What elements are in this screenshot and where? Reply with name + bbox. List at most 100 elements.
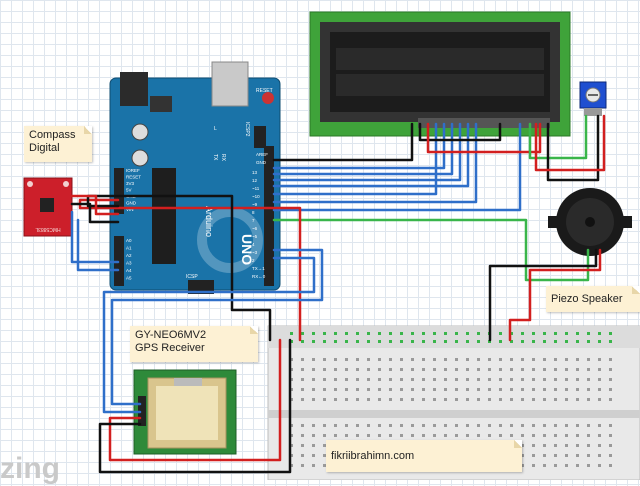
rail-hole <box>510 332 513 335</box>
breadboard-hole <box>499 368 502 371</box>
icsp2-header <box>254 126 266 148</box>
digital-pin-label: RX←0 <box>252 274 266 279</box>
breadboard-hole <box>510 388 513 391</box>
rail-hole <box>554 332 557 335</box>
breadboard-hole <box>543 464 546 467</box>
breadboard-hole <box>565 464 568 467</box>
breadboard-hole <box>609 454 612 457</box>
breadboard-hole <box>378 368 381 371</box>
breadboard-hole <box>466 398 469 401</box>
rail-hole <box>565 332 568 335</box>
breadboard-hole <box>290 368 293 371</box>
rail-hole <box>433 332 436 335</box>
breadboard-hole <box>312 398 315 401</box>
breadboard-hole <box>290 464 293 467</box>
rail-hole <box>301 332 304 335</box>
breadboard-hole <box>576 444 579 447</box>
analog-header <box>114 236 124 286</box>
rail-hole <box>488 340 491 343</box>
breadboard-hole <box>389 398 392 401</box>
breadboard-hole <box>587 444 590 447</box>
analog-pin-label: A3 <box>126 261 132 266</box>
breadboard-hole <box>576 358 579 361</box>
breadboard-hole <box>444 378 447 381</box>
digital-pin-label: ~11 <box>252 186 260 191</box>
breadboard-hole <box>532 398 535 401</box>
breadboard-hole <box>565 378 568 381</box>
breadboard-hole <box>521 388 524 391</box>
breadboard-hole <box>543 434 546 437</box>
breadboard-hole <box>488 424 491 427</box>
rail-hole <box>389 340 392 343</box>
breadboard-hole <box>554 358 557 361</box>
breadboard-hole <box>422 424 425 427</box>
breadboard-hole <box>576 398 579 401</box>
wire-compass-scl <box>76 218 120 272</box>
rail-hole <box>565 340 568 343</box>
breadboard-hole <box>301 378 304 381</box>
breadboard-hole <box>587 378 590 381</box>
breadboard-hole <box>400 378 403 381</box>
breadboard-hole <box>301 398 304 401</box>
breadboard-hole <box>598 368 601 371</box>
breadboard-hole <box>433 388 436 391</box>
rail-hole <box>466 332 469 335</box>
breadboard-hole <box>521 358 524 361</box>
digital-pin-label: 13 <box>252 170 258 175</box>
breadboard-hole <box>312 424 315 427</box>
breadboard-hole <box>290 444 293 447</box>
piezo-label: Piezo Speaker <box>546 286 640 312</box>
reset-label: RESET <box>256 88 273 94</box>
breadboard-hole <box>477 368 480 371</box>
breadboard-hole <box>455 378 458 381</box>
rail-hole <box>400 340 403 343</box>
rail-hole <box>477 332 480 335</box>
breadboard-hole <box>312 444 315 447</box>
breadboard-hole <box>389 388 392 391</box>
breadboard-hole <box>389 368 392 371</box>
analog-pin-label: A4 <box>126 268 132 273</box>
breadboard-hole <box>367 398 370 401</box>
rail-hole <box>543 332 546 335</box>
rail-hole <box>378 332 381 335</box>
breadboard-hole <box>609 378 612 381</box>
breadboard-hole <box>367 378 370 381</box>
breadboard-hole <box>609 464 612 467</box>
breadboard-hole <box>499 388 502 391</box>
compass-label: Compass Digital <box>24 126 92 162</box>
breadboard-hole <box>422 378 425 381</box>
breadboard-hole <box>521 434 524 437</box>
breadboard-hole <box>400 398 403 401</box>
rail-hole <box>444 340 447 343</box>
rail-hole <box>422 332 425 335</box>
breadboard-hole <box>334 388 337 391</box>
analog-pin-label: A5 <box>126 276 132 281</box>
breadboard-hole <box>477 378 480 381</box>
rail-hole <box>345 340 348 343</box>
rail-hole <box>598 332 601 335</box>
icsp-header <box>188 280 214 294</box>
breadboard-hole <box>510 368 513 371</box>
potentiometer <box>579 81 607 116</box>
breadboard-hole <box>477 424 480 427</box>
breadboard-hole <box>444 398 447 401</box>
breadboard-hole <box>576 434 579 437</box>
breadboard-hole <box>598 398 601 401</box>
breadboard-hole <box>323 444 326 447</box>
reset-button <box>262 92 274 104</box>
breadboard-hole <box>587 398 590 401</box>
breadboard-hole <box>521 424 524 427</box>
wire-gps-gnd <box>98 338 292 474</box>
breadboard-hole <box>532 444 535 447</box>
breadboard-hole <box>543 398 546 401</box>
breadboard-hole <box>499 424 502 427</box>
breadboard-hole <box>609 434 612 437</box>
breadboard-hole <box>466 378 469 381</box>
breadboard-hole <box>554 454 557 457</box>
breadboard-hole <box>290 398 293 401</box>
breadboard-hole <box>554 368 557 371</box>
breadboard-hole <box>543 424 546 427</box>
breadboard-hole <box>488 388 491 391</box>
breadboard-hole <box>444 388 447 391</box>
